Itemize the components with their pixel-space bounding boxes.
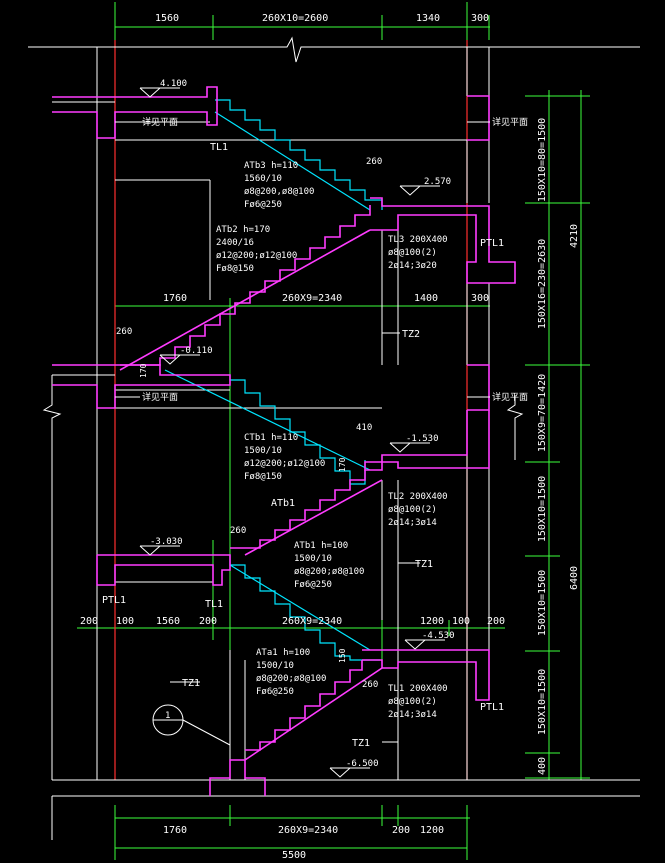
level-minus-3030: -3.030	[150, 537, 183, 547]
dim-mid-lower-8: 200	[487, 616, 505, 627]
level-minus-0110: -0.110	[180, 346, 213, 356]
stair-flights-cyan	[164, 99, 383, 661]
tl1-line-3: 2ø14;3ø14	[388, 710, 437, 720]
dim-right-4: 150X10=1500	[537, 476, 548, 542]
tag-ptl1-left: PTL1	[102, 595, 126, 606]
landing-note-2: 详见平面	[492, 116, 528, 128]
tag-atb1-small: ATb1	[271, 498, 295, 509]
dim-bottom-1: 1760	[163, 825, 187, 836]
level-markers	[139, 87, 445, 778]
small-dim-150: 150	[338, 648, 347, 663]
structure-lines	[28, 36, 640, 840]
small-dim-170-b: 170	[338, 457, 347, 472]
tl3-line-1: TL3 200X400	[388, 235, 448, 245]
atb2-line-1: ATb2 h=170	[216, 225, 270, 235]
tag-tl1-top: TL1	[210, 142, 228, 153]
dim-mid-upper-2: 260X9=2340	[282, 293, 342, 304]
level-minus-4530: -4.530	[422, 631, 455, 641]
tag-ptl1-lower: PTL1	[480, 702, 504, 713]
atb1-line-3: ø8@200;ø8@100	[294, 567, 364, 577]
dim-mid-lower-4: 200	[199, 616, 217, 627]
level-minus-1530: -1.530	[406, 434, 439, 444]
dim-right-total-upper: 4210	[569, 224, 580, 248]
dim-top-1: 1560	[155, 13, 179, 24]
tl3-line-2: ø8@100(2)	[388, 248, 437, 258]
dim-bottom-2: 260X9=2340	[278, 825, 338, 836]
dim-right-6: 150X10=1500	[537, 669, 548, 735]
dim-mid-lower-1: 200	[80, 616, 98, 627]
tl2-line-2: ø8@100(2)	[388, 505, 437, 515]
small-dim-260-a: 260	[366, 157, 382, 167]
ata1-line-4: Fø6@250	[256, 687, 294, 697]
atb1-line-4: Fø6@250	[294, 580, 332, 590]
dim-right-5: 150X10=1500	[537, 570, 548, 636]
ata1-line-3: ø8@200;ø8@100	[256, 674, 326, 684]
landing-note-3: 详见平面	[142, 391, 178, 403]
dim-bottom-total: 5500	[282, 850, 306, 861]
dim-right-1: 150X10=80=1500	[537, 118, 548, 202]
dim-top-4: 300	[471, 13, 489, 24]
drawing-text: 1560 260X10=2600 1340 300 1760 260X9=234…	[80, 13, 580, 861]
dim-mid-lower-7: 100	[452, 616, 470, 627]
tl1-line-1: TL1 200X400	[388, 684, 448, 694]
dim-mid-upper-1: 1760	[163, 293, 187, 304]
small-dim-410: 410	[356, 423, 372, 433]
dim-mid-lower-3: 1560	[156, 616, 180, 627]
atb1-line-2: 1500/10	[294, 554, 332, 564]
ctb1-line-3: ø12@200;ø12@100	[244, 459, 325, 469]
tl1-line-2: ø8@100(2)	[388, 697, 437, 707]
dim-right-7: 400	[537, 757, 548, 775]
ata1-line-1: ATa1 h=100	[256, 648, 310, 658]
small-dim-260-c: 260	[230, 526, 246, 536]
wall-slab-outlines	[52, 86, 516, 796]
level-4100: 4.100	[160, 79, 187, 89]
ata1-line-2: 1500/10	[256, 661, 294, 671]
atb2-line-4: Fø8@150	[216, 264, 254, 274]
tl2-line-3: 2ø14;3ø14	[388, 518, 437, 528]
ctb1-line-4: Fø8@150	[244, 472, 282, 482]
atb3-line-1: ATb3 h=110	[244, 161, 298, 171]
ctb1-line-2: 1500/10	[244, 446, 282, 456]
atb3-line-4: Fø6@250	[244, 200, 282, 210]
dim-mid-lower-6: 1200	[420, 616, 444, 627]
tag-tl1-mid: TL1	[205, 599, 223, 610]
tag-tz1-bottom: TZ1	[352, 738, 370, 749]
small-dim-260-b: 260	[116, 327, 132, 337]
dim-bottom-4: 1200	[420, 825, 444, 836]
dim-right-total-lower: 6400	[569, 566, 580, 590]
tl2-line-1: TL2 200X400	[388, 492, 448, 502]
axis-tag-number: 1	[165, 711, 170, 721]
level-2570: 2.570	[424, 177, 451, 187]
dim-mid-upper-3: 1400	[414, 293, 438, 304]
dim-top-3: 1340	[416, 13, 440, 24]
landing-note-1: 详见平面	[142, 116, 178, 128]
dim-mid-lower-2: 100	[116, 616, 134, 627]
atb2-line-2: 2400/16	[216, 238, 254, 248]
small-dim-260-d: 260	[362, 680, 378, 690]
dimension-lines	[77, 2, 590, 860]
atb1-line-1: ATb1 h=100	[294, 541, 348, 551]
level-minus-6500: -6.500	[346, 759, 379, 769]
atb3-line-2: 1560/10	[244, 174, 282, 184]
leader-lines	[115, 121, 490, 746]
dim-right-3: 150X9=70=1420	[537, 374, 548, 452]
tag-ptl1-upper: PTL1	[480, 238, 504, 249]
small-dim-170-a: 170	[139, 363, 148, 378]
dim-mid-upper-4: 300	[471, 293, 489, 304]
tl3-line-3: 2ø14;3ø20	[388, 261, 437, 271]
atb3-line-3: ø8@200,ø8@100	[244, 187, 314, 197]
axis-tag	[152, 704, 184, 736]
dim-bottom-3: 200	[392, 825, 410, 836]
landing-note-4: 详见平面	[492, 391, 528, 403]
tag-tz1-mid: TZ1	[415, 559, 433, 570]
dim-mid-lower-5: 260X9=2340	[282, 616, 342, 627]
tag-tz2: TZ2	[402, 329, 420, 340]
tag-tz1-left: TZ1	[182, 678, 200, 689]
ctb1-line-1: CTb1 h=110	[244, 433, 298, 443]
dim-top-2: 260X10=2600	[262, 13, 328, 24]
atb2-line-3: ø12@200;ø12@100	[216, 251, 297, 261]
dim-right-2: 150X16=230=2630	[537, 239, 548, 329]
